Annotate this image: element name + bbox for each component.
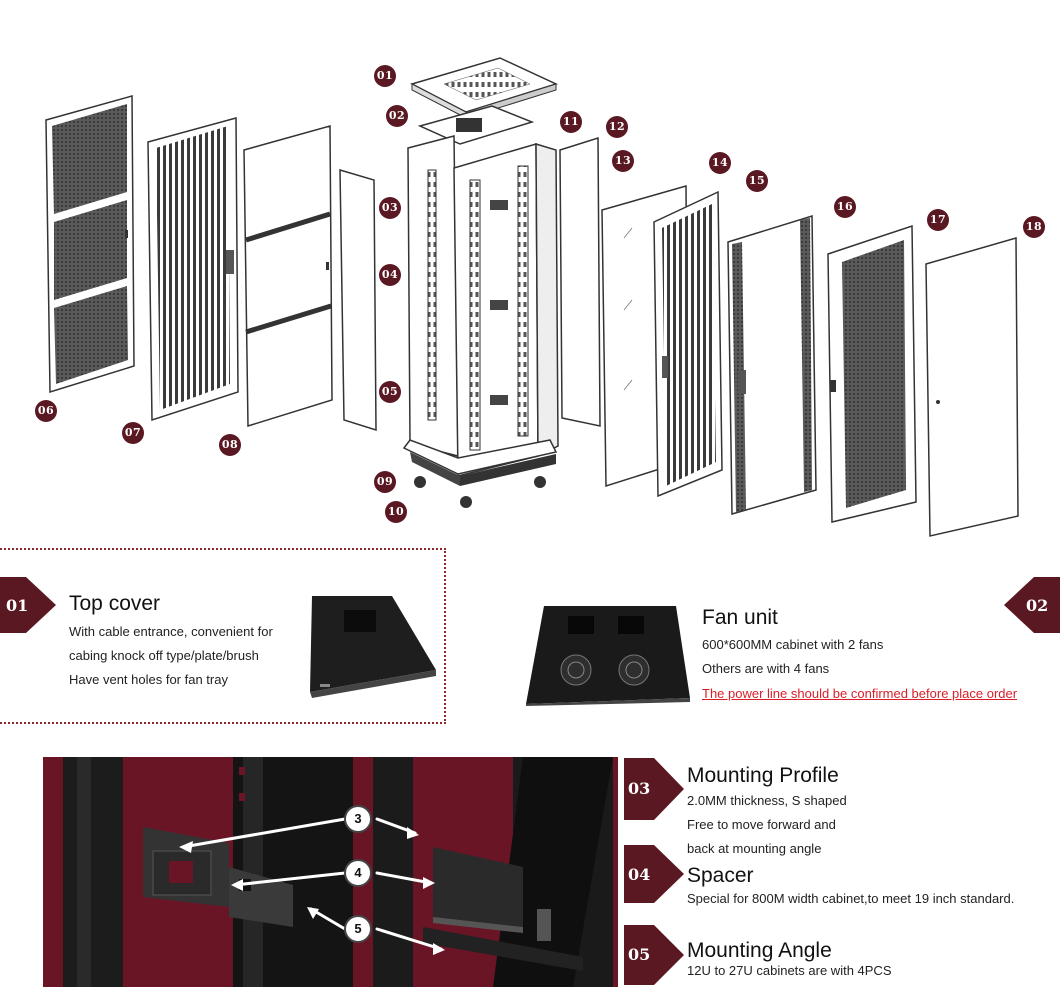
- part-07-slotted-door: [147, 117, 239, 422]
- part-06-mesh-door: [45, 95, 135, 394]
- top-cover-dotted-frame: [0, 548, 446, 724]
- fan-unit-line-2: Others are with 4 fans: [702, 661, 830, 676]
- mounting-angle-marker-label: 05: [628, 945, 651, 964]
- fan-unit-marker: [1004, 577, 1060, 633]
- photo-callout-5: 5: [344, 915, 372, 943]
- top-cover-photo: [310, 596, 436, 698]
- part-label-07: 07: [122, 422, 144, 444]
- top-cover-marker-label: 01: [6, 596, 29, 615]
- fan-unit-title: Fan unit: [702, 606, 778, 629]
- top-cover-line-2: cabing knock off type/plate/brush: [69, 648, 259, 663]
- part-label-15: 15: [746, 170, 768, 192]
- top-cover-line-3: Have vent holes for fan tray: [69, 672, 228, 687]
- part-label-18: 18: [1023, 216, 1045, 238]
- mounting-angle-line-1: 12U to 27U cabinets are with 4PCS: [687, 963, 892, 978]
- spacer-marker: [624, 845, 684, 903]
- part-12-side-panel-right: [559, 136, 601, 427]
- part-02-fan-frame: [417, 105, 535, 145]
- top-cover-title: Top cover: [69, 592, 161, 615]
- rack-detail-photo: [43, 757, 618, 987]
- part-label-05: 05: [379, 381, 401, 403]
- part-18-solid-door: [925, 237, 1019, 537]
- part-17-framed-mesh-door: [827, 224, 917, 523]
- photo-callout-3: 3: [344, 805, 372, 833]
- cabinet-frame: [402, 135, 559, 486]
- spacer-title: Spacer: [687, 864, 754, 887]
- part-label-08: 08: [219, 434, 241, 456]
- part-label-17: 17: [927, 209, 949, 231]
- part-label-13: 13: [612, 150, 634, 172]
- top-cover-line-1: With cable entrance, convenient for: [69, 624, 273, 639]
- fan-unit-photo: [526, 606, 690, 706]
- mounting-angle-title: Mounting Angle: [687, 939, 832, 962]
- mounting-profile-title: Mounting Profile: [687, 764, 839, 787]
- part-16-glass-vent-door: [727, 214, 817, 515]
- part-label-03: 03: [379, 197, 401, 219]
- part-08-solid-door: [243, 125, 333, 428]
- part-10-casters: [414, 476, 546, 508]
- part-label-06: 06: [35, 400, 57, 422]
- fan-unit-marker-label: 02: [1026, 596, 1049, 615]
- part-label-16: 16: [834, 196, 856, 218]
- mounting-profile-marker: [624, 758, 684, 820]
- mounting-profile-marker-label: 03: [628, 779, 651, 798]
- part-label-12: 12: [606, 116, 628, 138]
- part-label-01: 01: [374, 65, 396, 87]
- spacer-marker-label: 04: [628, 865, 651, 884]
- part-label-14: 14: [709, 152, 731, 174]
- part-label-02: 02: [386, 105, 408, 127]
- mounting-profile-line-3: back at mounting angle: [687, 841, 822, 856]
- part-label-09: 09: [374, 471, 396, 493]
- photo-callout-4: 4: [344, 859, 372, 887]
- mounting-profile-line-2: Free to move forward and: [687, 817, 836, 832]
- top-cover-marker: [0, 577, 56, 633]
- mounting-profile-line-1: 2.0MM thickness, S shaped: [687, 793, 847, 808]
- part-label-04: 04: [379, 264, 401, 286]
- mounting-angle-marker: [624, 925, 684, 985]
- part-label-10: 10: [385, 501, 407, 523]
- part-15-curved-mesh-door: [653, 190, 723, 498]
- exploded-view-diagram: [45, 57, 1019, 537]
- fan-unit-line-1: 600*600MM cabinet with 2 fans: [702, 637, 884, 652]
- spacer-line-1: Special for 800M width cabinet,to meet 1…: [687, 891, 1015, 906]
- side-panel-left: [339, 168, 377, 432]
- part-label-11: 11: [560, 111, 582, 133]
- fan-unit-warning: The power line should be confirmed befor…: [702, 686, 1018, 701]
- part-01-top-cover: [410, 57, 559, 119]
